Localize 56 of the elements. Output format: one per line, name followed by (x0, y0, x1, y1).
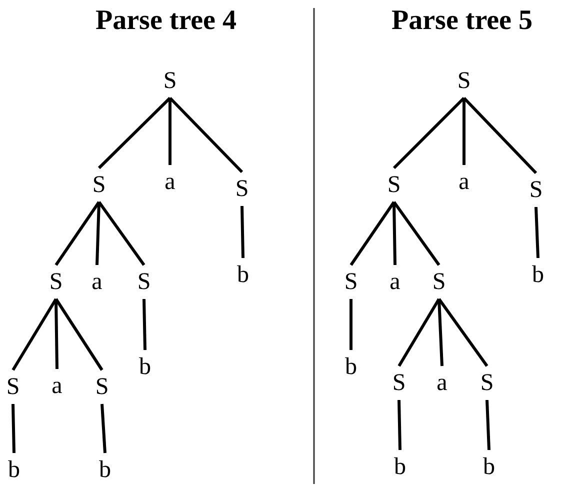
symbol-label: b (99, 456, 111, 484)
tree-branch (392, 201, 440, 266)
tree-branch (98, 201, 146, 266)
symbol-label: S (163, 67, 177, 95)
tree-branch (12, 298, 58, 371)
tree-branch (350, 201, 396, 266)
panel-heading: Parse tree 4 (96, 5, 236, 37)
symbol-label: S (6, 373, 20, 401)
tree-branch (398, 298, 440, 367)
symbol-label: a (164, 168, 176, 196)
symbol-label: a (92, 268, 102, 296)
tree-branch (398, 400, 402, 450)
tree-branch (240, 206, 244, 258)
symbol-label: a (52, 372, 62, 400)
tree-branch (462, 98, 466, 165)
symbol-label: S (529, 176, 543, 204)
symbol-label: S (92, 171, 106, 199)
symbol-label: S (49, 268, 63, 296)
tree-branch (54, 298, 58, 370)
symbol-label: a (458, 168, 470, 196)
symbol-label: S (95, 373, 109, 401)
symbol-label: b (483, 453, 495, 481)
symbol-label: S (235, 175, 249, 203)
tree-branch (486, 400, 490, 450)
tree-branch (142, 298, 146, 350)
symbol-label: b (532, 261, 544, 289)
tree-branch (168, 98, 172, 165)
symbol-label: S (480, 369, 494, 397)
symbol-label: S (344, 268, 358, 296)
tree-branch (392, 202, 396, 266)
symbol-label: a (436, 369, 448, 397)
symbol-label: b (8, 456, 20, 484)
tree-branch (392, 96, 466, 170)
symbol-label: S (392, 369, 406, 397)
tree-branch (462, 96, 538, 174)
symbol-label: a (390, 268, 400, 296)
panel-heading: Parse tree 5 (392, 5, 532, 37)
symbol-label: b (237, 261, 249, 289)
tree-branch (438, 298, 444, 366)
symbol-label: S (137, 268, 151, 296)
tree-branch (12, 404, 16, 454)
tree-branch (98, 96, 172, 170)
symbol-label: S (432, 268, 446, 296)
tree-branch (54, 201, 100, 266)
symbol-label: b (394, 453, 406, 481)
tree-branch (54, 298, 104, 371)
symbol-label: b (345, 353, 357, 381)
tree-branch (168, 96, 244, 174)
symbol-label: S (457, 67, 471, 95)
tree-branch (100, 404, 106, 454)
symbol-label: S (387, 171, 401, 199)
tree-branch (96, 202, 100, 266)
tree-branch (534, 206, 540, 258)
tree-branch (438, 298, 488, 367)
tree-branch (350, 299, 352, 350)
symbol-label: b (139, 353, 151, 381)
